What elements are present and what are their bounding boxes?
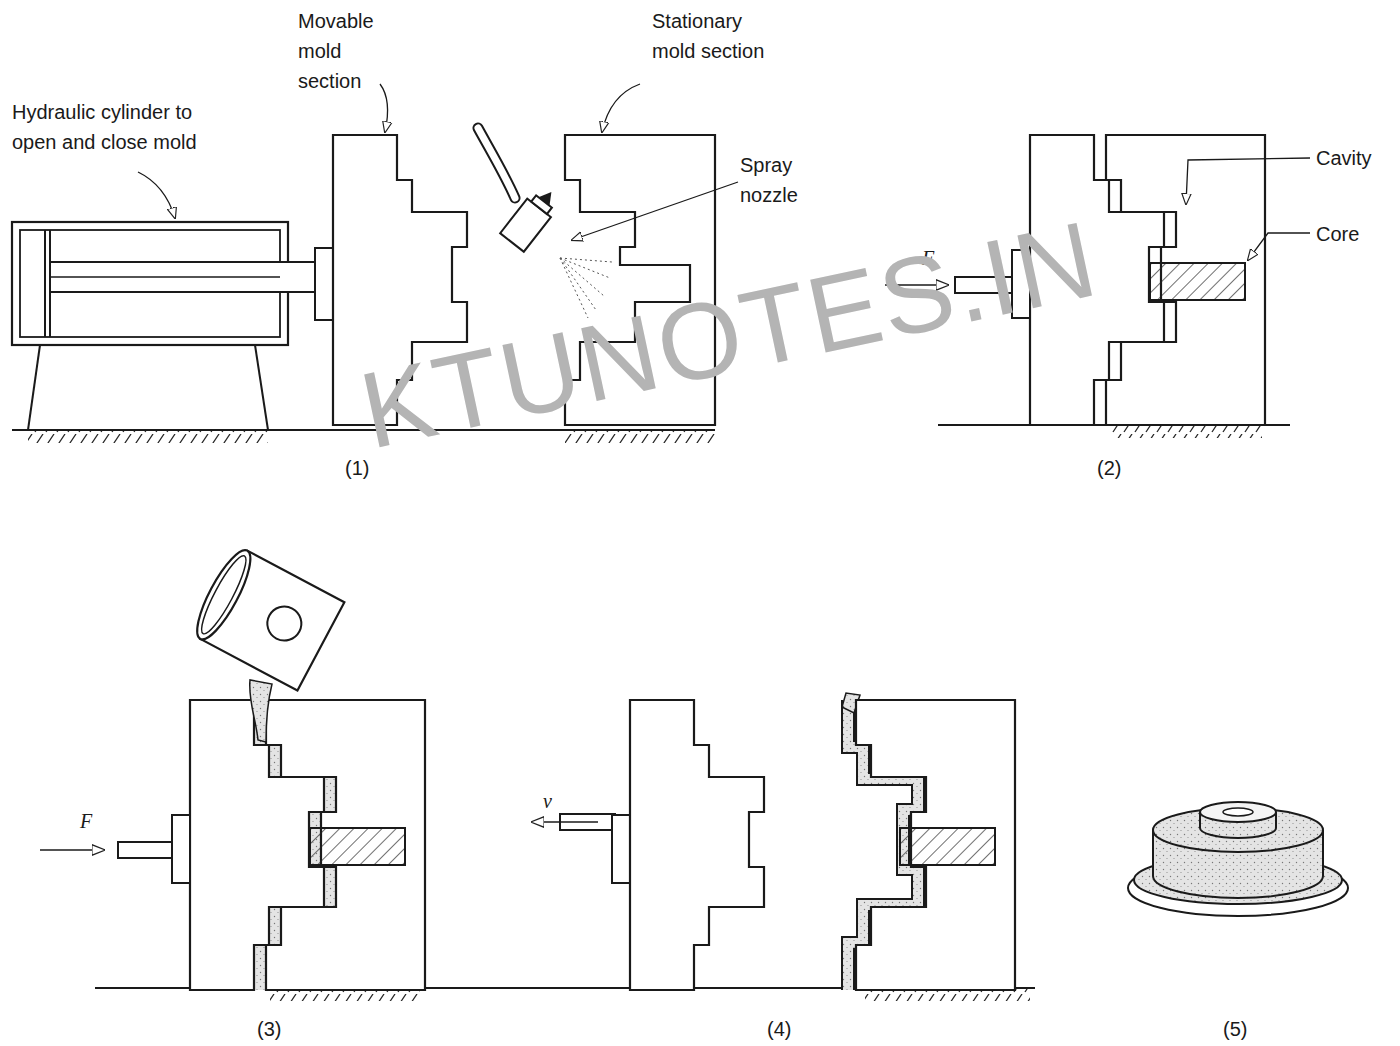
part-label: Stationary mold section <box>652 6 772 66</box>
part-label: Movable mold section <box>298 6 398 96</box>
part-label: Hydraulic cylinder to open and close mol… <box>12 97 202 157</box>
step-number: (4) <box>767 1014 791 1044</box>
step-number: (5) <box>1223 1014 1247 1044</box>
step-number: (3) <box>257 1014 281 1044</box>
step-number: (1) <box>345 453 369 483</box>
part-label: Spray nozzle <box>740 150 830 210</box>
part-label: Core <box>1316 219 1359 249</box>
force-label: F <box>80 806 92 836</box>
part-label: Cavity <box>1316 143 1372 173</box>
velocity-label: v <box>543 786 552 816</box>
step-number: (2) <box>1097 453 1121 483</box>
